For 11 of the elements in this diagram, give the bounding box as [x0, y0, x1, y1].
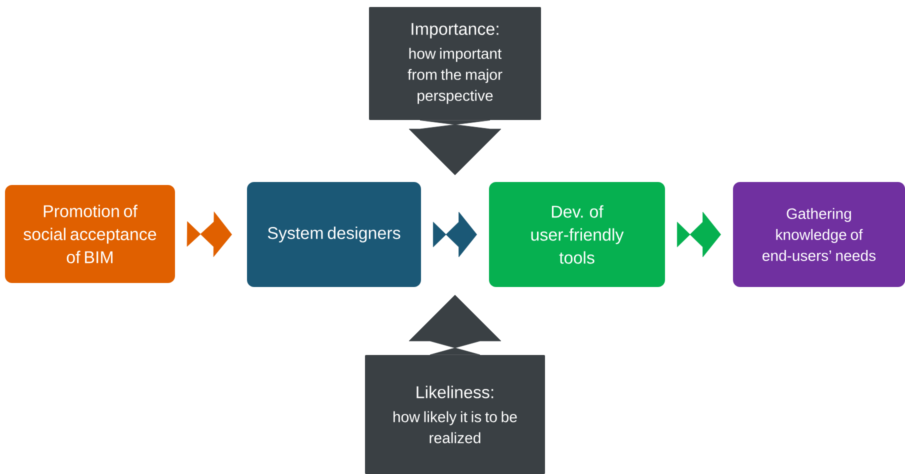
block-arrow — [677, 212, 721, 258]
process-box: Dev. of user-friendly tools — [489, 182, 665, 287]
text-box: Likeliness: how likely it is to be realized — [365, 355, 545, 474]
text-box: Importance: how important from the major perspective — [369, 7, 541, 120]
block-arrow — [408, 294, 502, 355]
block-arrow — [408, 120, 502, 176]
block-arrow — [433, 212, 477, 258]
process-box: System designers — [247, 182, 421, 287]
block-arrow — [186, 212, 232, 257]
process-box: Promotion of social acceptance of BIM — [5, 185, 175, 283]
process-box: Gathering knowledge of end-users’ needs — [733, 182, 905, 287]
